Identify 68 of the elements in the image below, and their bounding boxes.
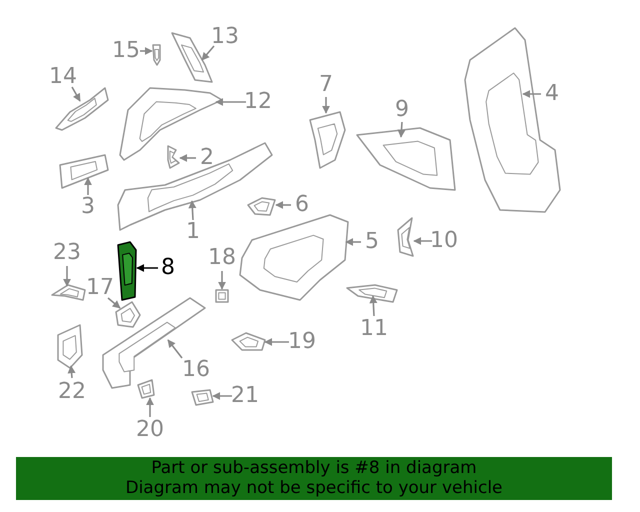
notice-text: Part or sub-assembly is #8 in diagram (150, 459, 478, 478)
body-panel-drawing (356, 127, 456, 191)
callout-number: 14 (49, 66, 77, 88)
leader-arrow (413, 237, 432, 245)
callout-number: 3 (81, 196, 95, 218)
leader-arrow (398, 122, 406, 138)
body-panel-drawing (215, 289, 229, 303)
callout-number: 18 (208, 247, 236, 269)
body-panel-drawing (231, 332, 266, 351)
body-panel-drawing (115, 301, 141, 328)
leader-arrow (136, 264, 158, 272)
callout-number: 19 (288, 331, 316, 353)
body-panel-drawing (171, 32, 213, 83)
callout-number: 22 (58, 381, 86, 403)
body-panel-drawing (57, 324, 83, 369)
body-panel-drawing (55, 87, 109, 131)
body-panel-drawing (239, 214, 349, 301)
leader-arrow (322, 97, 330, 114)
leader-arrow (218, 271, 226, 290)
callout-number: 13 (211, 26, 239, 48)
leader-arrow (201, 45, 215, 61)
callout-number: 8 (161, 257, 175, 279)
leader-arrow (63, 266, 71, 287)
callout-number: 16 (182, 359, 210, 381)
body-panel-drawing (59, 154, 109, 189)
leader-arrow (84, 177, 92, 195)
body-panel-drawing (397, 217, 414, 257)
leader-arrow (275, 201, 291, 209)
leader-arrow (212, 392, 232, 400)
callout-number: 20 (136, 419, 164, 441)
leader-arrow (264, 338, 289, 346)
body-panel-drawing (137, 379, 155, 399)
leader-arrow (146, 397, 154, 417)
callout-number: 4 (545, 83, 559, 105)
callout-number: 10 (430, 230, 458, 252)
body-panel-drawing (51, 284, 86, 301)
callout-number: 6 (295, 194, 309, 216)
callout-number: 5 (365, 231, 379, 253)
body-panel-drawing (309, 111, 346, 169)
callout-number: 23 (53, 242, 81, 264)
callout-number: 12 (244, 91, 272, 113)
body-panel-drawing (152, 44, 161, 66)
callout-number: 21 (231, 385, 259, 407)
body-panel-drawing (167, 145, 180, 169)
leader-arrow (71, 86, 81, 102)
body-panel-drawing (191, 389, 214, 406)
leader-arrow (369, 295, 378, 316)
callout-number: 7 (319, 74, 333, 96)
callout-number: 15 (112, 40, 140, 62)
leader-arrow (188, 200, 196, 220)
body-panel-drawing (247, 197, 276, 216)
callout-number: 2 (200, 147, 214, 169)
body-panel-drawing (117, 241, 137, 301)
leader-arrow (68, 365, 76, 378)
callout-number: 1 (186, 221, 200, 243)
leader-arrow (107, 297, 121, 309)
callout-number: 17 (86, 277, 114, 299)
body-panel-drawing (464, 27, 561, 213)
leader-arrow (345, 238, 361, 246)
leader-arrow (179, 154, 196, 162)
body-panel-drawing (346, 284, 398, 303)
notice-text: Diagram may not be specific to your vehicle (124, 479, 504, 498)
leader-arrow (167, 339, 183, 358)
leader-arrow (140, 47, 153, 55)
callout-number: 9 (395, 99, 409, 121)
leader-arrow (215, 98, 246, 106)
callout-number: 11 (360, 318, 388, 340)
leader-arrow (522, 90, 541, 98)
